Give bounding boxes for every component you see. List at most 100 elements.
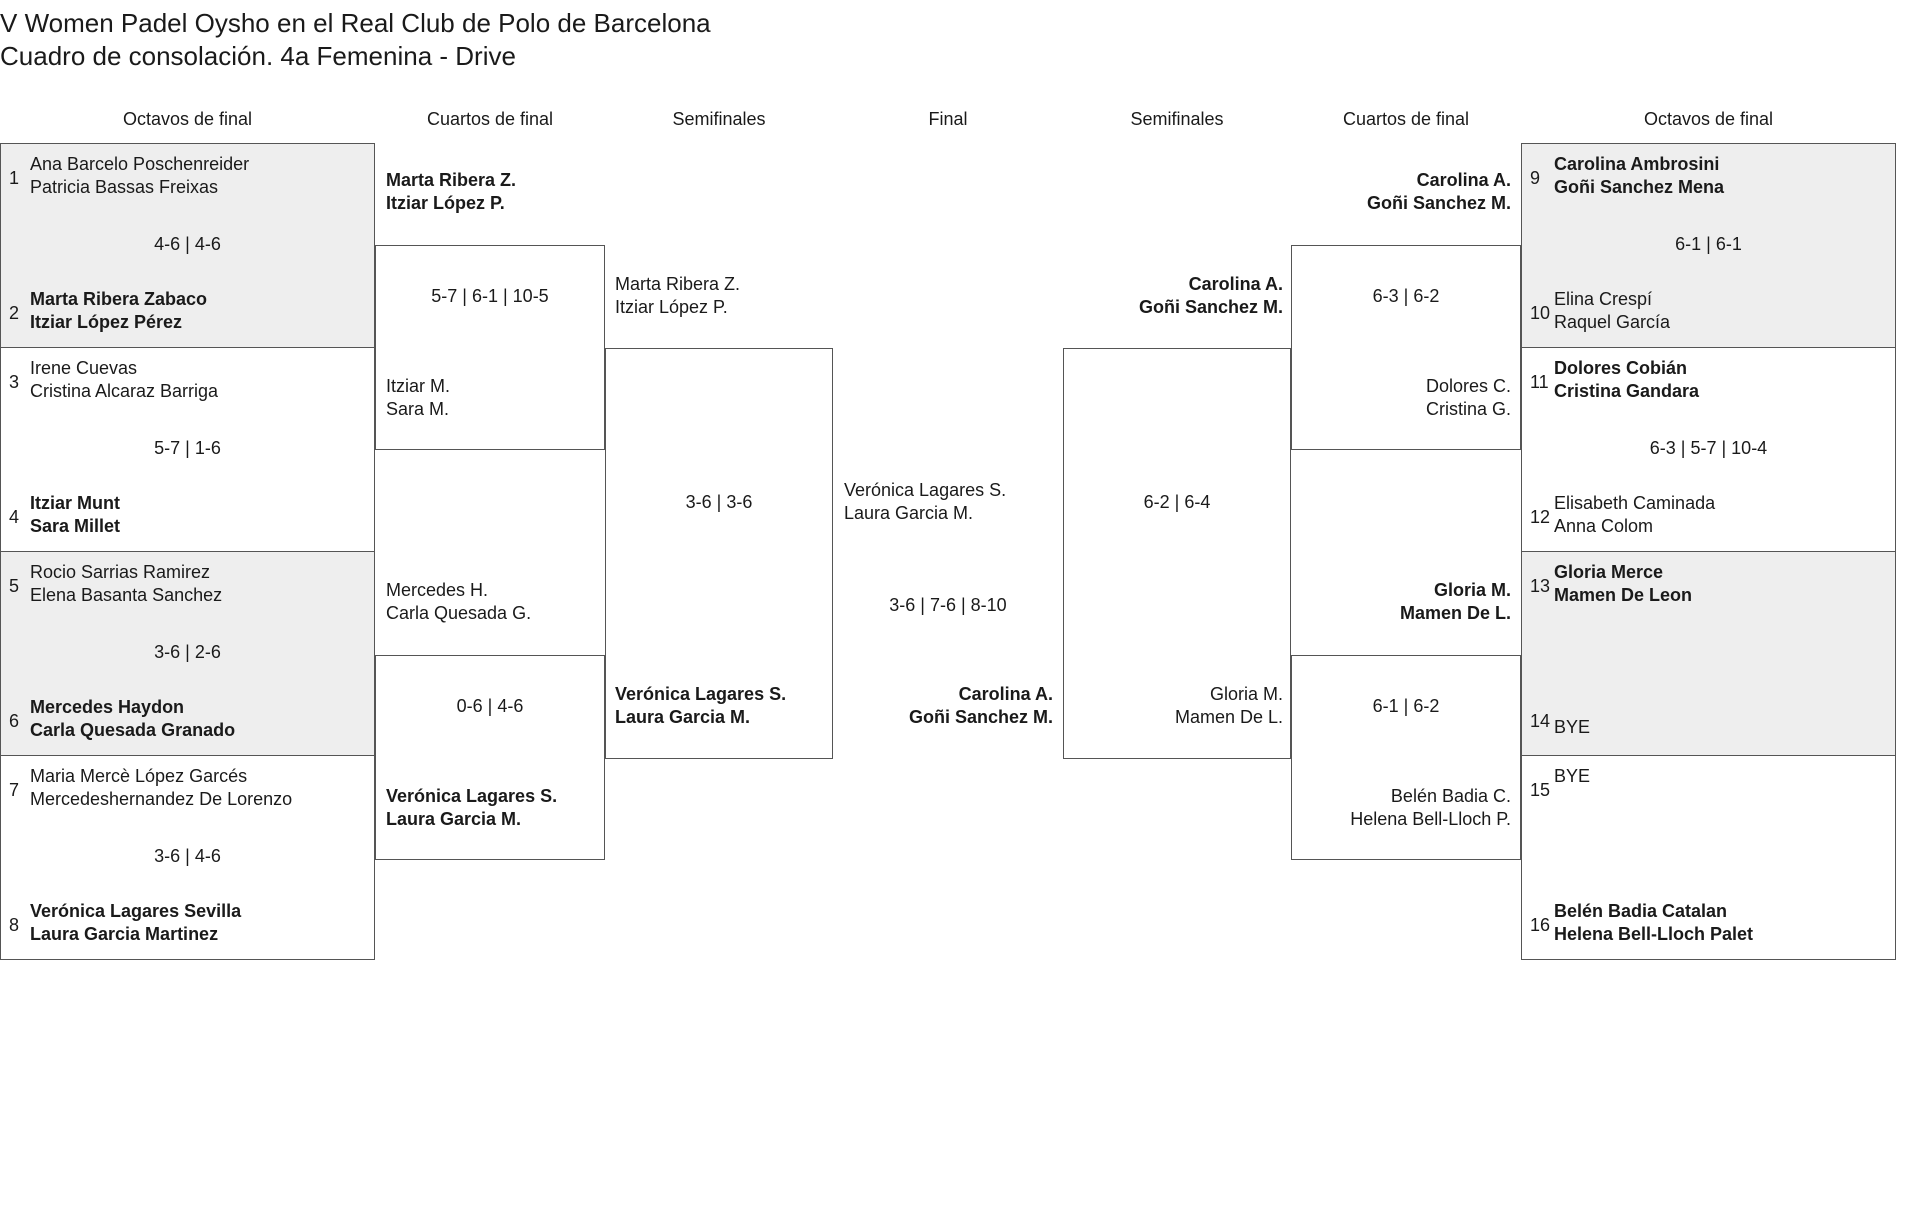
team-entry-line: Goñi Sanchez M. xyxy=(908,707,1053,727)
team-entry-line: Dolores C. xyxy=(1425,376,1511,396)
team-entry-line: Irene Cuevas xyxy=(30,358,138,378)
team-entry-line: Sara M. xyxy=(386,399,450,419)
team-entry-line: Carla Quesada Granado xyxy=(30,720,236,740)
team-entry: BYE xyxy=(1554,716,1590,739)
match-box xyxy=(605,348,833,759)
seed-number: 13 xyxy=(1530,576,1551,596)
team-entry-line: Cristina G. xyxy=(1425,399,1511,419)
team-entry-line: Itziar López P. xyxy=(615,297,728,317)
header-left-octavos: Octavos de final xyxy=(122,109,253,129)
seed-number: 10 xyxy=(1530,303,1551,323)
match-score: 3-6 | 4-6 xyxy=(154,846,221,866)
header-left-cuartos: Cuartos de final xyxy=(426,109,554,129)
team-entry-line: Carolina Ambrosini xyxy=(1554,154,1720,174)
seed-number: 4 xyxy=(9,507,20,527)
match-score: 3-6 | 7-6 | 8-10 xyxy=(889,595,1007,615)
team-entry-line: Carolina A. xyxy=(958,684,1053,704)
match-score: 6-1 | 6-1 xyxy=(1675,234,1742,254)
page-title: V Women Padel Oysho en el Real Club de P… xyxy=(0,8,711,38)
team-entry-line: Laura Garcia Martinez xyxy=(30,924,219,944)
seed-number: 9 xyxy=(1530,168,1541,188)
match-box xyxy=(375,655,605,860)
page-subtitle: Cuadro de consolación. 4a Femenina - Dri… xyxy=(0,41,516,71)
team-entry-line: Ana Barcelo Poschenreider xyxy=(30,154,250,174)
match-score: 3-6 | 3-6 xyxy=(685,492,753,512)
match-box xyxy=(1521,551,1896,756)
team-entry-line: Goñi Sanchez M. xyxy=(1366,193,1511,213)
team-entry: Gloria M. Mamen De L. xyxy=(1261,579,1511,625)
seed-number: 2 xyxy=(9,303,20,323)
team-entry-line: Elisabeth Caminada xyxy=(1554,493,1716,513)
team-entry-line: Gloria M. xyxy=(1433,580,1511,600)
match-score: 6-2 | 6-4 xyxy=(1143,492,1211,512)
match-score: 6-3 | 5-7 | 10-4 xyxy=(1649,438,1768,458)
seed-number: 7 xyxy=(9,780,20,800)
team-entry: Belén Badia C. Helena Bell-Lloch P. xyxy=(1261,785,1511,831)
team-entry-line: Laura Garcia M. xyxy=(844,503,974,523)
team-entry-line: Belén Badia C. xyxy=(1390,786,1511,806)
team-entry-line: Gloria M. xyxy=(1209,684,1283,704)
team-entry: Marta Ribera Z.Itziar López P. xyxy=(615,273,740,319)
team-entry-line: Carla Quesada G. xyxy=(386,603,532,623)
seed-number: 11 xyxy=(1530,372,1549,392)
team-entry-line: Mamen De L. xyxy=(1399,603,1511,623)
match-box xyxy=(1521,755,1896,960)
match-score: 6-3 | 6-2 xyxy=(1372,286,1440,306)
seed-number: 3 xyxy=(9,372,20,392)
seed-number: 6 xyxy=(9,711,20,731)
match-box xyxy=(1521,143,1896,348)
team-entry-line: Verónica Lagares Sevilla xyxy=(30,901,242,921)
team-entry: Carolina A.Goñi Sanchez M. xyxy=(1033,273,1283,319)
seed-number: 12 xyxy=(1530,507,1551,527)
team-entry: Carolina A. Goñi Sanchez M. xyxy=(1261,169,1511,215)
team-entry-line: Gloria Merce xyxy=(1554,562,1664,582)
team-entry-line: BYE xyxy=(1554,766,1591,786)
team-entry-line: Itziar Munt xyxy=(30,493,120,513)
team-entry-line: Marta Ribera Zabaco xyxy=(30,289,208,309)
team-entry-line: Itziar López P. xyxy=(386,193,505,213)
team-entry-line: Anna Colom xyxy=(1554,516,1654,536)
team-entry: Gloria M.Mamen De L. xyxy=(1033,683,1283,729)
match-box xyxy=(0,551,375,756)
header-right-cuartos: Cuartos de final xyxy=(1342,109,1470,129)
seed-number: 5 xyxy=(9,576,20,596)
match-box xyxy=(375,245,605,450)
team-entry: Mercedes H.Carla Quesada G. xyxy=(386,579,531,625)
team-entry-line: Carolina A. xyxy=(1416,170,1511,190)
team-entry-line: Laura Garcia M. xyxy=(386,809,522,829)
team-entry-line: Sara Millet xyxy=(30,516,121,536)
team-entry-line: Itziar López Pérez xyxy=(30,312,183,332)
team-entry-line: Maria Mercè López Garcés xyxy=(30,766,248,786)
match-score: 5-7 | 1-6 xyxy=(154,438,221,458)
team-entry-line: Mercedeshernandez De Lorenzo xyxy=(30,789,293,809)
team-entry-line: BYE xyxy=(1554,717,1591,737)
team-entry-line: Verónica Lagares S. xyxy=(386,786,558,806)
header-right-octavos: Octavos de final xyxy=(1643,109,1774,129)
team-entry-line: Raquel García xyxy=(1554,312,1671,332)
match-score: 3-6 | 2-6 xyxy=(154,642,221,662)
team-entry: Dolores C. Cristina G. xyxy=(1261,375,1511,421)
team-entry: Itziar M.Sara M. xyxy=(386,375,450,421)
match-score: 6-1 | 6-2 xyxy=(1372,696,1440,716)
team-entry-line: Laura Garcia M. xyxy=(615,707,751,727)
team-entry-line: Verónica Lagares S. xyxy=(615,684,787,704)
seed-number: 1 xyxy=(9,168,20,188)
team-entry-line: Helena Bell-Lloch P. xyxy=(1350,809,1511,829)
match-score: 4-6 | 4-6 xyxy=(154,234,221,254)
team-entry-line: Patricia Bassas Freixas xyxy=(30,177,219,197)
team-entry-line: Goñi Sanchez Mena xyxy=(1554,177,1725,197)
team-entry: BYE xyxy=(1554,765,1590,788)
team-entry: Verónica Lagares S. Laura Garcia M. xyxy=(386,785,557,831)
match-box xyxy=(0,143,375,348)
team-entry-line: Mamen De Leon xyxy=(1554,585,1693,605)
match-score: 5-7 | 6-1 | 10-5 xyxy=(431,286,549,306)
